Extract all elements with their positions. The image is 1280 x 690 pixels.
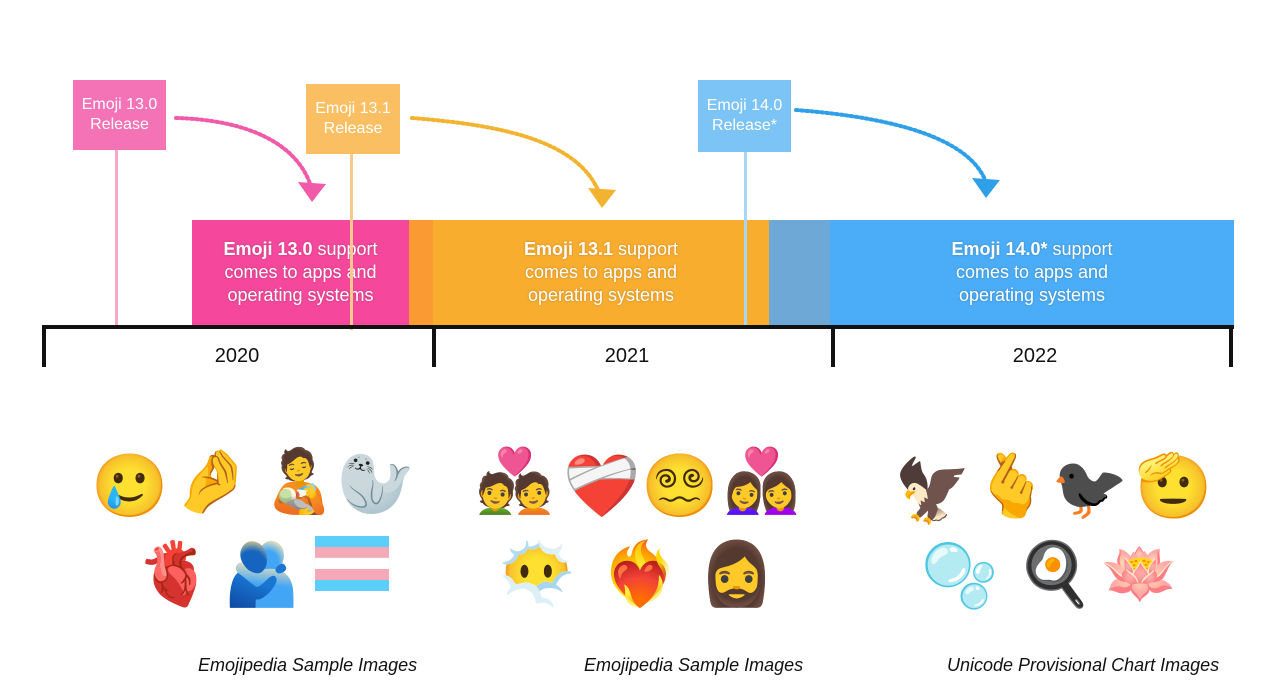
year-2020: 2020 [214,345,260,367]
anatomical-heart-icon: 🫀 [136,537,214,610]
transgender-flag-icon [312,532,392,612]
blackbird-icon: 🐦‍⬛ [1051,451,1129,524]
lotus-icon: 🪷 [1101,537,1179,610]
band-overlap-b [769,220,830,325]
smiling-face-with-tear-icon: 🥲 [91,449,169,522]
couple-with-heart-women-icon: 👩‍❤️‍👩 [723,444,801,517]
woman-beard-icon: 🧔‍♀️ [698,537,776,610]
arrow-13-1 [410,116,602,197]
saluting-face-icon: 🫡 [1135,449,1213,522]
release-13-1-stem [350,152,353,330]
face-with-spiral-eyes-icon: 😵‍💫 [641,449,719,522]
timeline-tick-2021 [432,325,436,367]
year-2021: 2021 [604,345,650,367]
caption-2021: Emojipedia Sample Images [584,655,804,675]
mending-heart-icon: ❤️‍🩹 [563,449,641,522]
caption-2020: Emojipedia Sample Images [198,655,418,675]
timeline-axis [42,325,1234,329]
band-overlap-a [409,220,433,325]
arrowhead-14-0 [972,178,1000,198]
band-emoji-13-1: Emoji 13.1 support comes to apps and ope… [433,220,769,325]
arrowhead-13-1 [588,188,616,208]
arrow-13-0 [174,116,314,192]
band-emoji-13-0: Emoji 13.0 support comes to apps and ope… [192,220,409,325]
people-hugging-icon: 🫂 [223,537,301,610]
seal-icon: 🦭 [337,447,415,520]
timeline-tick-end [1229,325,1233,367]
person-feeding-baby-icon: 🧑‍🍼 [261,444,339,517]
heart-on-fire-icon: ❤️‍🔥 [601,537,679,610]
couple-with-heart-icon: 💑 [476,444,554,517]
face-in-clouds-icon: 😶‍🌫️ [498,537,576,610]
pot-icon: 🍳 [1016,537,1094,610]
vulture-icon: 🦅 [894,454,972,527]
pinched-fingers-icon: 🤌 [173,444,251,517]
bubbles-icon: 🫧 [921,539,999,612]
arrow-14-0 [794,108,988,184]
year-2022: 2022 [1012,345,1058,367]
band-emoji-14-0: Emoji 14.0* support comes to apps and op… [830,220,1234,325]
timeline-tick-2022 [831,325,835,367]
caption-2022: Unicode Provisional Chart Images [947,655,1220,675]
release-13-0-stem [115,150,118,325]
arrowhead-13-0 [298,182,326,202]
hand-with-index-finger-and-thumb-crossed-icon: 🫰 [973,449,1051,522]
timeline-tick-start [42,325,46,367]
release-14-0-stem [744,150,747,325]
